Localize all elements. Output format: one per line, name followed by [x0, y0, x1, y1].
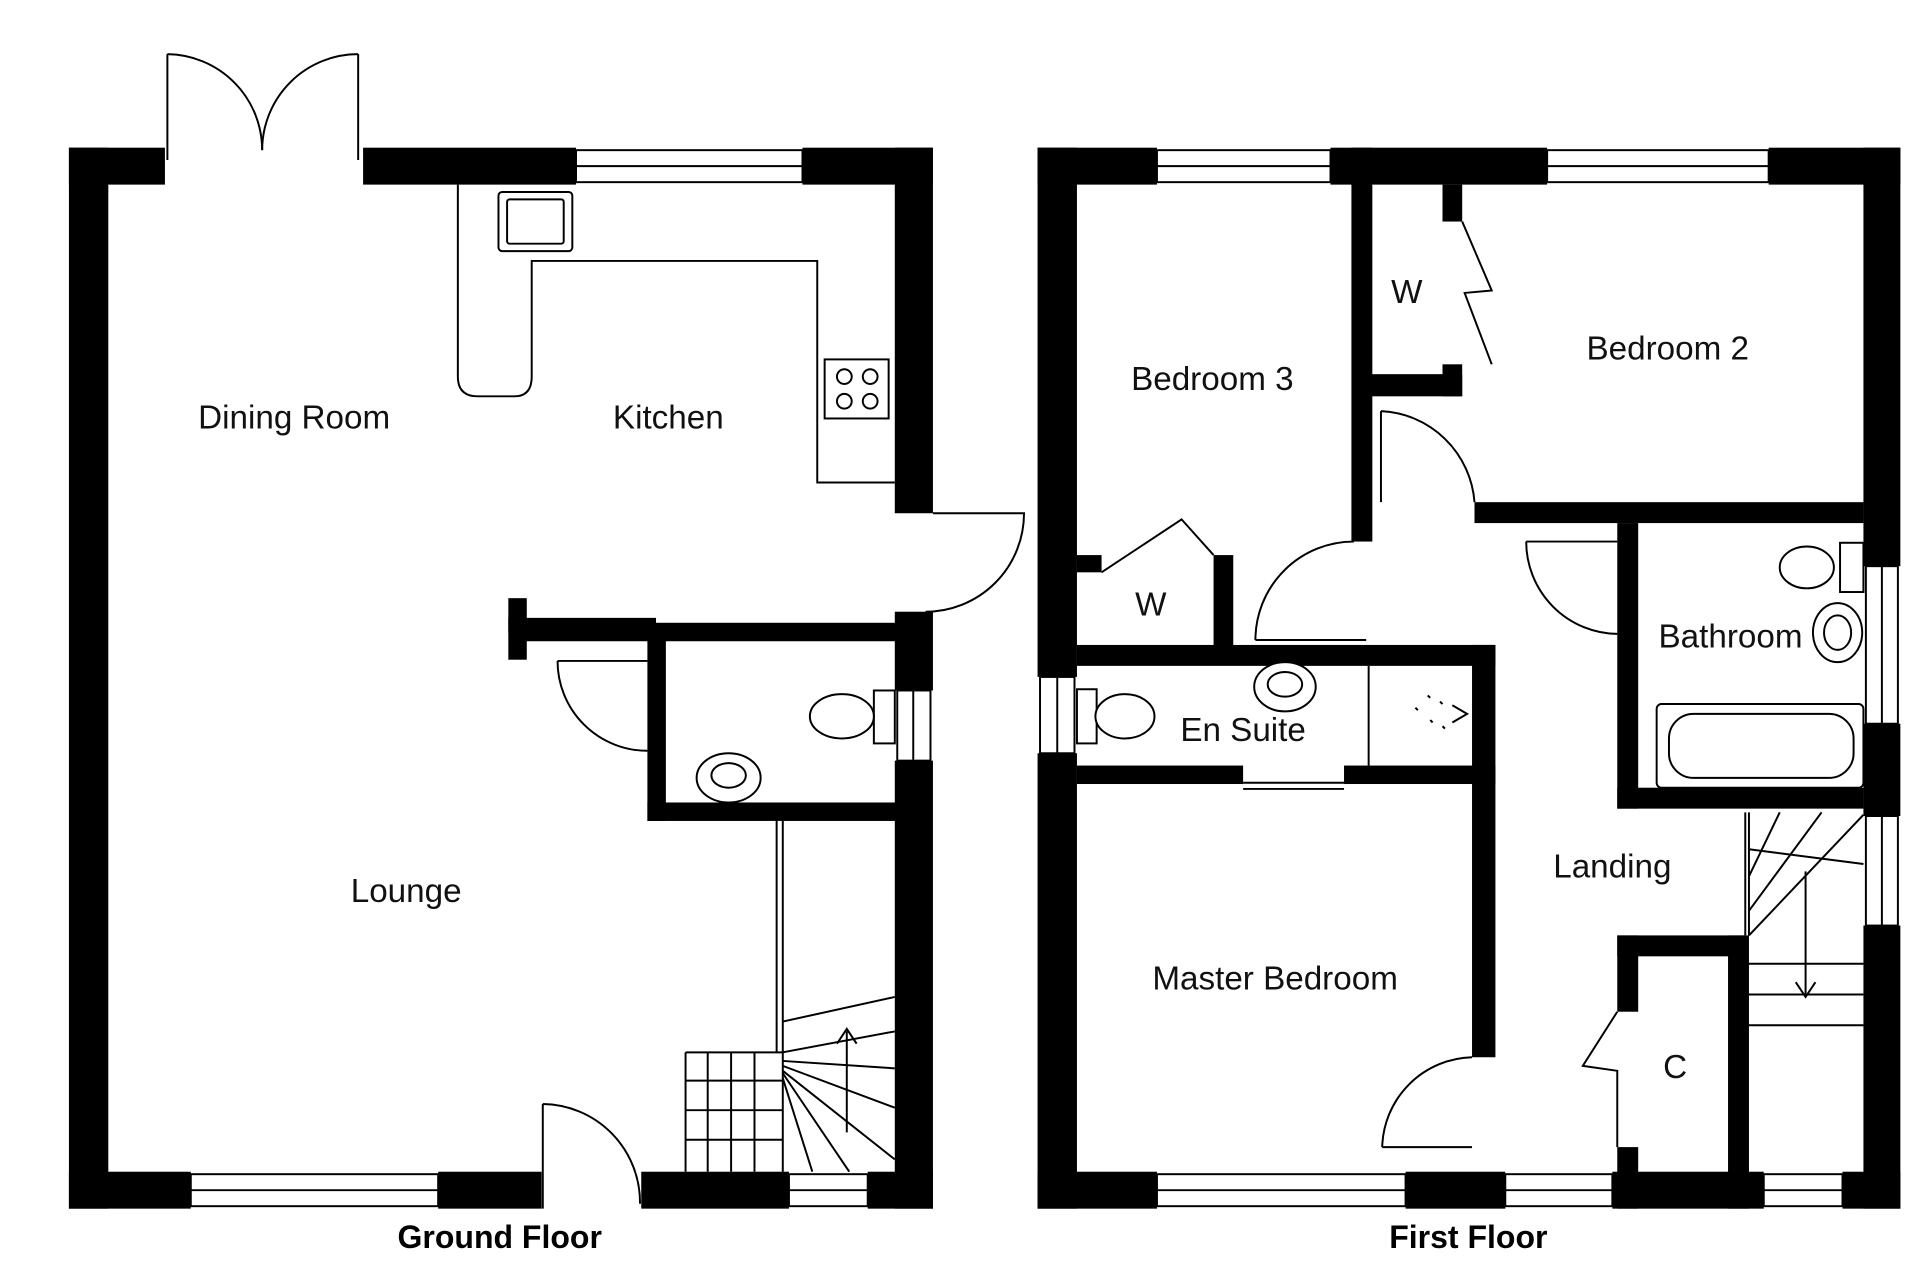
- room-label-wardrobe-bedroom-3: W: [1135, 586, 1167, 623]
- room-label-cupboard: C: [1663, 1049, 1687, 1086]
- room-label-bedroom-3: Bedroom 3: [1131, 361, 1294, 398]
- room-label-landing: Landing: [1553, 849, 1671, 886]
- first-floor-staircase: [1744, 811, 1865, 1027]
- room-label-en-suite: En Suite: [1180, 712, 1306, 749]
- ground-floor-windows: [189, 149, 932, 1208]
- room-label-dining-room: Dining Room: [198, 399, 390, 436]
- first-floor-plan: Bedroom 3 Bedroom 2 W W En Suite Bathroo…: [1037, 147, 1901, 1255]
- room-label-wardrobe-bedroom-2: W: [1391, 274, 1423, 311]
- floor-title-first: First Floor: [1389, 1219, 1547, 1255]
- ground-staircase: [684, 820, 896, 1173]
- room-label-bedroom-2: Bedroom 2: [1586, 330, 1749, 367]
- wc-fixtures: [695, 689, 896, 804]
- bathroom-fixtures: [1655, 541, 1865, 789]
- ground-floor-doors: [541, 512, 1026, 1209]
- first-floor-doors: [1101, 221, 1619, 1149]
- en-suite-fixtures: [1075, 661, 1470, 766]
- room-label-master-bedroom: Master Bedroom: [1152, 961, 1398, 998]
- french-doors: [166, 53, 360, 161]
- room-label-lounge: Lounge: [351, 873, 462, 910]
- first-floor-walls: [1037, 147, 1901, 1209]
- room-label-kitchen: Kitchen: [613, 399, 724, 436]
- room-label-bathroom: Bathroom: [1658, 618, 1802, 655]
- ground-floor-plan: Dining Room Kitchen Lounge Ground Floor: [68, 53, 1026, 1255]
- ground-floor-walls: [68, 147, 933, 1209]
- first-floor-windows: [1039, 149, 1899, 1208]
- kitchen-units: [456, 184, 895, 484]
- floor-title-ground: Ground Floor: [398, 1219, 602, 1255]
